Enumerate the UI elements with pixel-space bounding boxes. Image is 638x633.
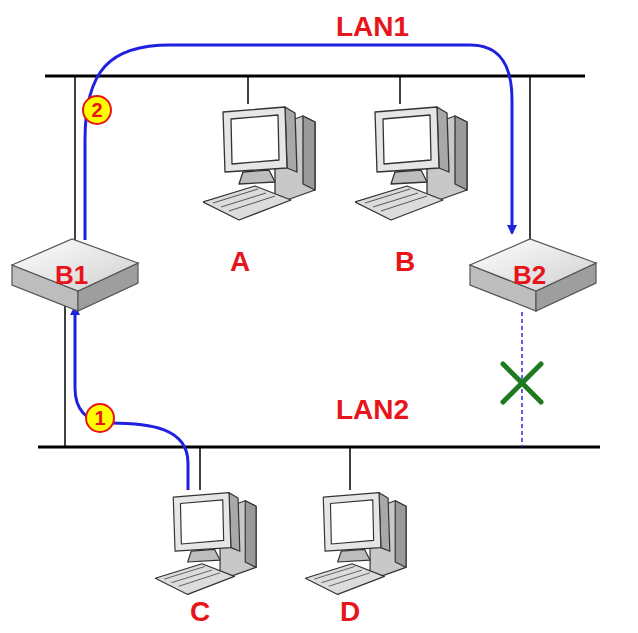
host-name: C [190,598,210,626]
computer-icon [155,490,259,598]
computer-node: D [305,490,409,630]
lan1-bus [45,75,585,78]
bridge-box: B1 [10,235,140,315]
bridge-wire [64,300,66,447]
bridge-wire [74,76,76,250]
host-name: A [230,248,250,276]
bridge-box: B2 [468,235,598,315]
failure-cross [503,364,541,402]
computer-node: C [155,490,259,630]
host-wire [399,76,401,104]
bridge-wire [529,76,531,250]
host-wire [247,76,249,104]
bridge-name: B1 [55,262,88,288]
host-wire [349,447,351,490]
lan-name: LAN1 [336,13,409,41]
lan-name: LAN2 [336,396,409,424]
computer-node: B [355,104,470,280]
host-name: B [395,248,415,276]
host-name: D [340,598,360,626]
computer-icon [203,104,318,224]
callout-number: 1 [85,403,115,433]
frame-path-arrow [75,307,188,490]
computer-icon [355,104,470,224]
computer-icon [305,490,409,598]
lan2-bus [38,446,600,449]
frame-path-arrow [85,45,512,240]
host-wire [199,447,201,490]
computer-node: A [203,104,318,280]
callout-number: 2 [82,95,112,125]
bridge-name: B2 [513,262,546,288]
